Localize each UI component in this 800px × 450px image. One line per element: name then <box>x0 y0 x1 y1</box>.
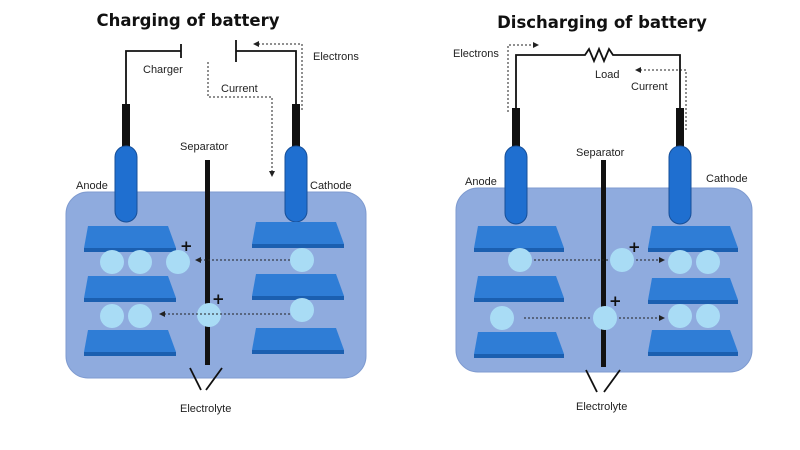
charging-separator-label: Separator <box>180 141 229 153</box>
discharging-anode-terminal <box>512 108 520 156</box>
charging-anode-terminal <box>122 104 130 156</box>
charging-cathode-wire <box>236 50 297 150</box>
discharging-anode-plates <box>474 226 564 358</box>
charging-plus-sign-1: + <box>180 237 193 255</box>
charging-electrolyte-label: Electrolyte <box>180 403 231 415</box>
discharging-electrolyte-label: Electrolyte <box>576 401 627 413</box>
charging-electrons-arrow <box>253 41 303 110</box>
discharging-electrons-label: Electrons <box>453 48 499 60</box>
charging-electrolyte-pointer <box>189 367 223 391</box>
charging-electrons-label: Electrons <box>313 51 359 63</box>
charging-plus-sign-2: + <box>212 290 225 308</box>
charger-label: Charger <box>143 64 183 76</box>
discharging-ions <box>490 248 720 330</box>
discharging-panel: Discharging of battery Electrons Load Cu… <box>453 13 753 413</box>
discharging-plus-sign-1: + <box>628 238 641 256</box>
charging-separator <box>205 160 210 365</box>
discharging-cathode-terminal <box>676 108 684 156</box>
charging-cathode-terminal <box>292 104 300 156</box>
discharging-cathode-label: Cathode <box>706 173 748 185</box>
discharging-anode-label: Anode <box>465 176 497 188</box>
discharging-current-arrow <box>635 67 687 130</box>
charging-anode-electrode <box>114 145 138 223</box>
charging-cathode-label: Cathode <box>310 180 352 192</box>
charging-title: Charging of battery <box>97 11 280 30</box>
discharging-anode-electrode <box>504 145 528 225</box>
discharging-current-label: Current <box>631 81 668 93</box>
discharging-separator-label: Separator <box>576 147 625 159</box>
discharging-separator <box>601 160 606 367</box>
charging-panel: Charging of battery Charger Current Elec… <box>65 11 367 415</box>
charging-anode-plates <box>84 226 176 356</box>
charging-ions <box>100 248 314 328</box>
discharging-title: Discharging of battery <box>497 13 707 32</box>
charging-current-label: Current <box>221 83 258 95</box>
discharging-electrolyte-pointer <box>585 369 621 393</box>
discharging-plus-sign-2: + <box>609 292 622 310</box>
charging-cathode-plates <box>252 222 344 354</box>
discharging-cathode-electrode <box>668 145 692 225</box>
charging-cathode-electrode <box>284 145 308 223</box>
charging-current-arrow <box>207 62 275 177</box>
charging-anode-label: Anode <box>76 180 108 192</box>
load-label: Load <box>595 69 619 81</box>
discharging-cathode-plates <box>648 226 738 356</box>
discharging-load-circuit <box>515 46 681 150</box>
